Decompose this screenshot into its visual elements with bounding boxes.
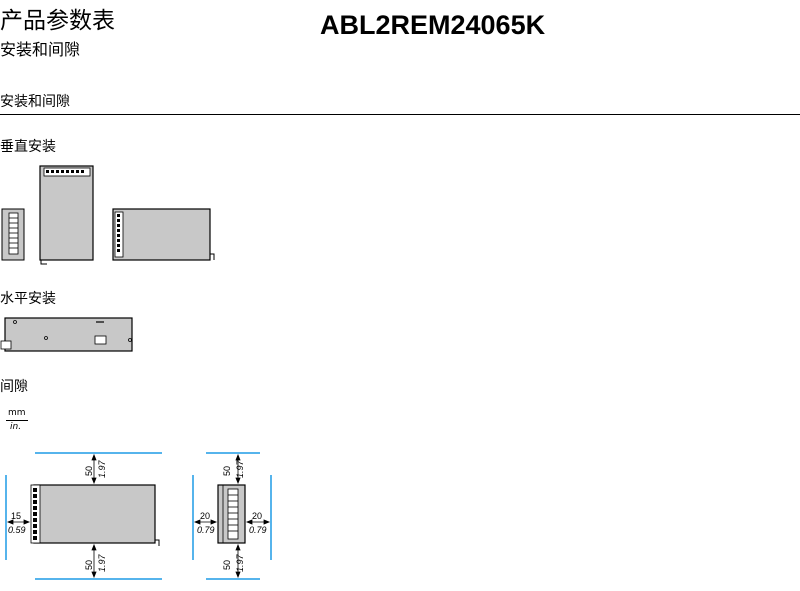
section-heading: 安装和间隙 <box>0 94 70 110</box>
clearance-right-drawing <box>192 452 272 580</box>
section-divider <box>0 114 800 115</box>
clearance-left-drawing <box>5 452 162 580</box>
vertical-front-view <box>39 165 94 265</box>
left-bottom-dim-in: 1.97 <box>97 554 107 572</box>
clearance-heading: 间隙 <box>0 379 28 395</box>
vertical-mounting-heading: 垂直安装 <box>0 139 56 155</box>
doc-subtitle: 安装和间隙 <box>0 40 81 59</box>
doc-title: 产品参数表 <box>0 8 115 34</box>
horizontal-mounting-view <box>0 317 133 352</box>
right-top-dim-in: 1.97 <box>235 460 245 478</box>
unit-divider <box>6 420 28 421</box>
left-top-dim-in: 1.97 <box>97 460 107 478</box>
right-bottom-dim-in: 1.97 <box>235 554 245 572</box>
right-top-dim-mm: 50 <box>222 465 232 476</box>
unit-mm-label: mm <box>8 408 26 418</box>
left-bottom-dim-mm: 50 <box>84 559 94 570</box>
vertical-rotated-view <box>112 208 215 261</box>
left-top-dim-mm: 50 <box>84 465 94 476</box>
left-side-dim-mm: 15 <box>11 511 22 521</box>
unit-in-label: in. <box>10 422 22 432</box>
right-left-dim-mm: 20 <box>200 511 211 521</box>
vertical-side-view <box>1 208 25 261</box>
left-side-dim-in: 0.59 <box>8 525 26 535</box>
right-right-dim-in: 0.79 <box>249 525 267 535</box>
right-bottom-dim-mm: 50 <box>222 559 232 570</box>
right-left-dim-in: 0.79 <box>197 525 215 535</box>
horizontal-mounting-heading: 水平安装 <box>0 291 56 307</box>
right-right-dim-mm: 20 <box>252 511 263 521</box>
product-reference: ABL2REM24065K <box>320 10 546 40</box>
